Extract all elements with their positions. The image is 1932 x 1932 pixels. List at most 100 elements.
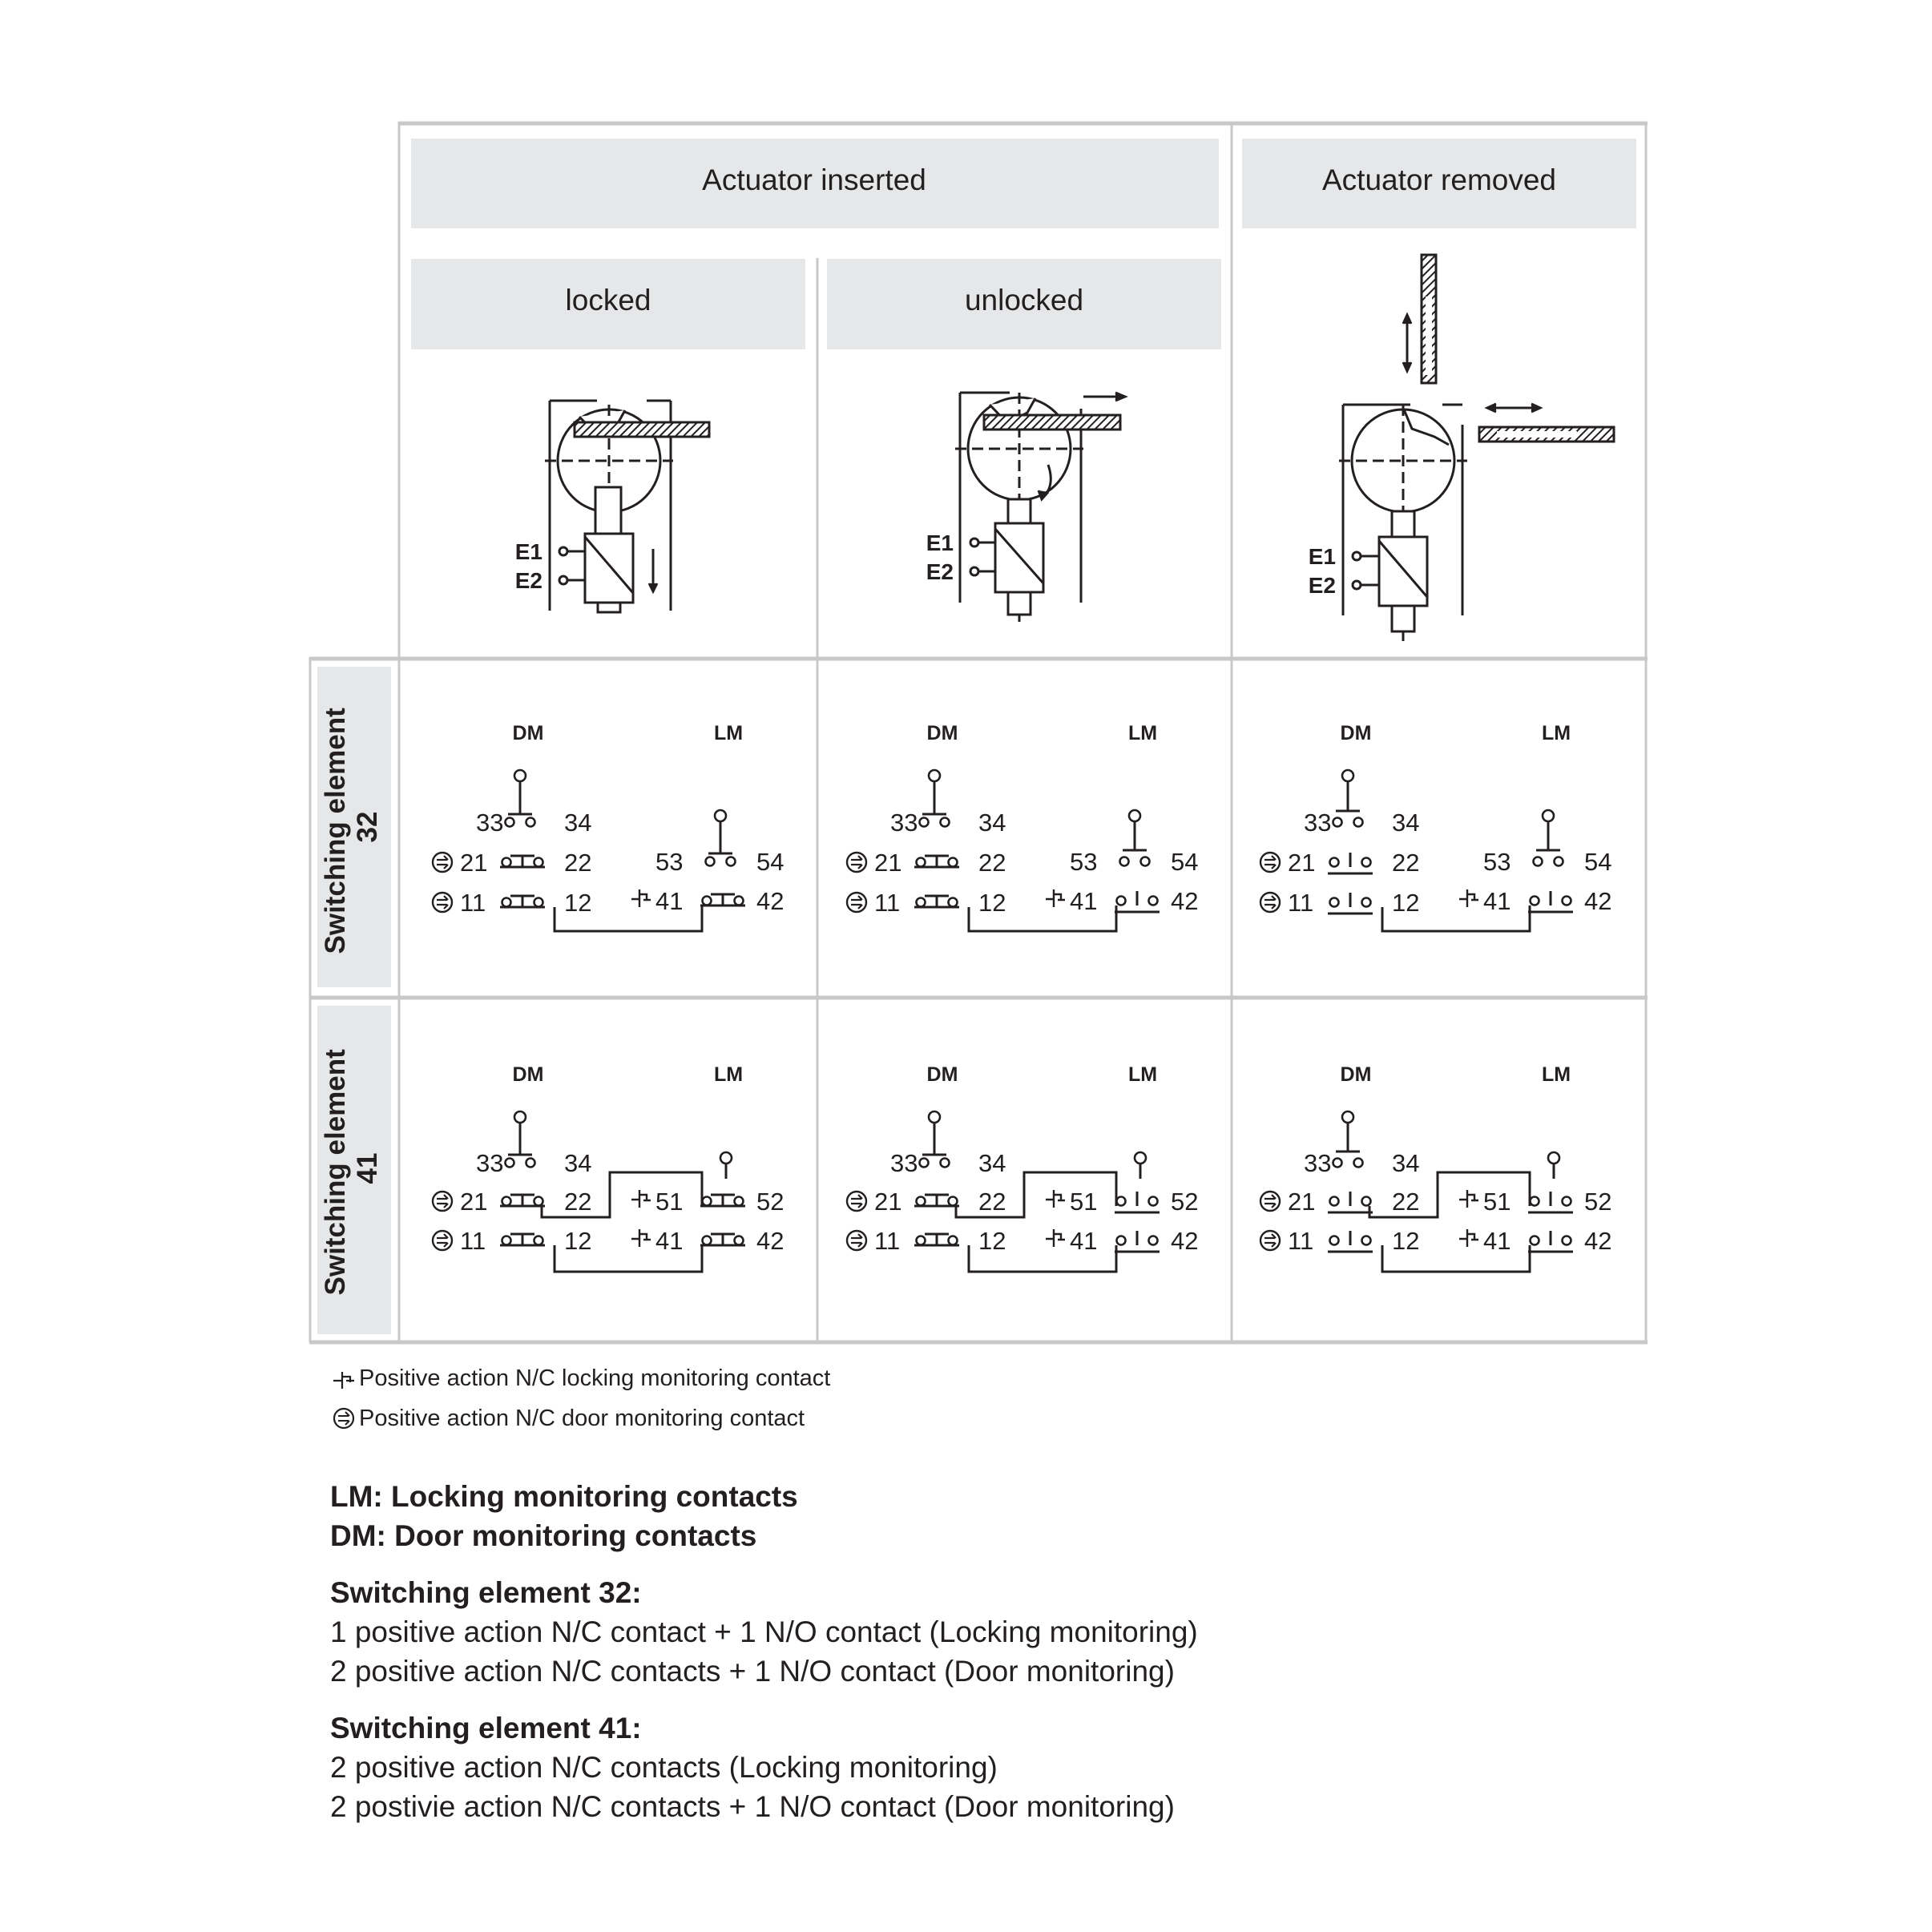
contact-terminal-dot [947,857,958,868]
row-header-41 [317,1006,391,1334]
contact-terminal-dot [1361,857,1372,868]
element-32-heading: Switching element 32: [330,1576,642,1609]
terminal-42: 42 [756,887,784,915]
contact-terminal-dot [1361,897,1372,908]
terminal-34: 34 [564,809,591,837]
contact-terminal-dot [1115,1196,1127,1207]
terminal-11: 11 [1288,889,1313,917]
terminal-51: 51 [1070,1188,1097,1216]
terminal-22: 22 [564,1188,591,1216]
element-32-description: Switching element 32: 1 positive action … [330,1573,1773,1691]
terminal-51: 51 [1483,1188,1511,1216]
e2-label-locked: E2 [515,568,542,593]
terminal-42: 42 [1171,1227,1198,1255]
terminal-53: 53 [1483,848,1511,876]
contact-terminal-dot [1148,1196,1159,1207]
contact-terminal-dot [733,1235,744,1246]
positive-action-door-symbol [845,1229,868,1252]
row-label-41: Switching element 41 [320,1041,383,1295]
contact-terminal-dot [501,897,512,908]
dm-label: DM [927,1063,958,1086]
contact-terminal-dot [947,897,958,908]
positive-action-door-symbol [1259,851,1281,873]
positive-action-locking-symbol [1459,889,1478,907]
contact-terminal-dot [733,1196,744,1207]
positive-action-door-symbol [1259,1229,1281,1252]
lm-label: LM [1128,722,1157,744]
contact-terminal-dot [1361,1196,1372,1207]
header-locked [411,259,805,349]
terminal-51: 51 [655,1188,683,1216]
e1-label-locked: E1 [515,539,542,564]
terminal-52: 52 [756,1188,784,1216]
locked-label: locked [566,284,651,317]
positive-action-door-symbol [845,1190,868,1212]
terminal-42: 42 [1171,887,1198,915]
positive-action-door-symbol [431,1229,454,1252]
contact-terminal-dot [533,1196,544,1207]
terminal-41: 41 [1070,1227,1097,1255]
door-symbol-circle [845,1190,868,1212]
terminal-34: 34 [978,809,1006,837]
series-link-22-51 [1368,1171,1531,1219]
dm-label: DM [1341,722,1372,744]
contact-terminal-dot [501,1196,512,1207]
series-link-12-41 [967,905,1118,933]
contact-terminal-dot [918,817,930,828]
contact-terminal-dot [1561,1235,1572,1246]
contact-terminal-dot [725,856,736,867]
positive-action-locking-symbol [1459,1229,1478,1247]
door-symbol-circle [431,1190,454,1212]
contact-terminal-dot [1529,1235,1540,1246]
door-symbol-circle [1259,851,1281,873]
contact-terminal-dot [701,1235,712,1246]
table-grid [309,121,1648,1345]
door-symbol-arrows [437,855,449,869]
positive-action-locking-symbol [1046,1190,1065,1208]
plunger-head [719,1151,733,1165]
contact-terminal-dot [1353,817,1364,828]
plunger-head [1547,1151,1561,1165]
door-symbol-circle [431,1229,454,1252]
plunger-head [1341,768,1355,783]
terminal-53: 53 [1070,848,1097,876]
positive-action-door-symbol [431,1190,454,1212]
header-unlocked [827,259,1221,349]
unlocked-label: unlocked [965,284,1083,317]
legend-locking-contact: Positive action N/C locking monitoring c… [330,1358,1773,1398]
contact-terminal-dot [1139,856,1151,867]
series-link-12-41 [553,905,704,933]
contact-terminal-dot [939,1157,950,1168]
contact-terminal-dot [1353,1157,1364,1168]
series-link-22-51 [954,1171,1118,1219]
contact-terminal-dot [915,1196,926,1207]
element-41-description: Switching element 41: 2 positive action … [330,1708,1773,1826]
lm-label: LM [714,1063,743,1086]
positive-action-door-symbol [1259,891,1281,914]
contact-terminal-dot [533,1235,544,1246]
terminal-41: 41 [655,887,683,915]
contact-terminal-dot [947,1235,958,1246]
door-symbol-circle [845,851,868,873]
dm-label: DM [927,722,958,744]
door-symbol-arrows [1264,1194,1277,1208]
terminal-21: 21 [874,849,901,877]
terminal-12: 12 [978,889,1006,917]
terminal-22: 22 [564,849,591,877]
terminal-54: 54 [756,848,784,876]
lm-label: LM [1128,1063,1157,1086]
terminal-53: 53 [655,848,683,876]
positive-action-door-symbol [431,851,454,873]
door-symbol-arrows [437,1233,449,1248]
positive-action-door-symbol [845,851,868,873]
door-symbol-arrows [851,1233,863,1248]
terminal-52: 52 [1584,1188,1611,1216]
contact-terminal-dot [1119,856,1130,867]
terminal-22: 22 [1392,1188,1419,1216]
terminal-12: 12 [564,889,591,917]
element-41-heading: Switching element 41: [330,1712,642,1744]
terminal-33: 33 [890,1149,918,1177]
contact-terminal-dot [504,817,515,828]
terminal-41: 41 [1483,887,1511,915]
